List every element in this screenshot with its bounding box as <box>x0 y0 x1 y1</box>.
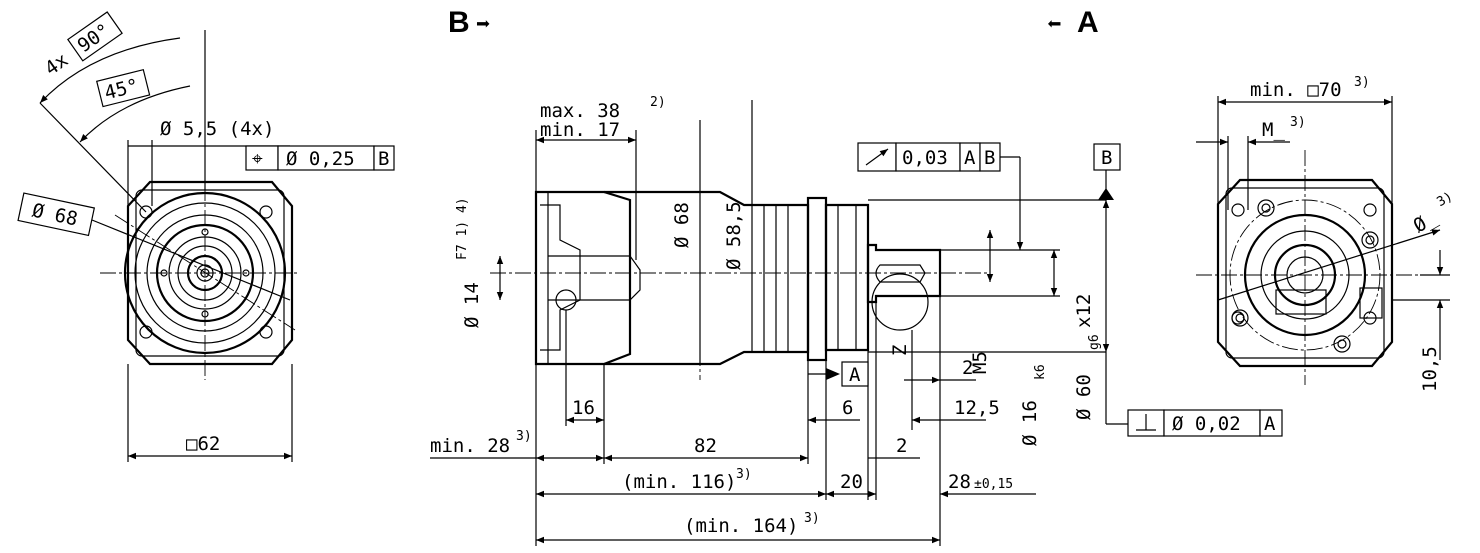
min-116-label: (min. 116) 3) <box>622 467 752 493</box>
svg-text:3): 3) <box>1290 115 1306 130</box>
svg-text:M_: M_ <box>1262 119 1285 141</box>
input-housing <box>534 190 632 366</box>
main-body <box>604 190 810 366</box>
dim-6-label: 6 <box>842 397 853 419</box>
dia-60-label: Ø 60 g6 x12 <box>1073 294 1102 420</box>
svg-text:A: A <box>849 364 861 386</box>
max-38-label: max. 38 2) <box>540 95 666 122</box>
dim-16-label: 16 <box>572 397 595 419</box>
square-62-label: □62 <box>186 433 220 455</box>
svg-text:3): 3) <box>516 429 532 444</box>
svg-text:Ø_: Ø_ <box>1410 207 1441 238</box>
output-flange <box>806 196 828 362</box>
svg-text:0,03: 0,03 <box>902 147 948 169</box>
right-square-label: min. □70 3) <box>1250 75 1370 101</box>
svg-text:x12: x12 <box>1073 294 1095 328</box>
svg-text:B: B <box>1101 147 1112 169</box>
svg-text:3): 3) <box>1434 189 1455 210</box>
svg-text:B: B <box>378 148 389 170</box>
bore-diameter-label: Ø 14 F7 1) 4) <box>455 197 483 328</box>
svg-text:min. □70: min. □70 <box>1250 79 1342 101</box>
svg-text:±0,15: ±0,15 <box>974 477 1013 492</box>
dia-68-label: Ø 68 <box>671 202 693 248</box>
svg-text:A: A <box>1077 6 1099 39</box>
svg-text:Ø 0,25: Ø 0,25 <box>286 148 355 170</box>
dim-12-5-label: 12,5 <box>954 397 1000 419</box>
hole-diameter-label: Ø 5,5 (4x) <box>160 118 274 140</box>
svg-text:max. 38: max. 38 <box>540 100 620 122</box>
svg-text:F7 1) 4): F7 1) 4) <box>455 197 470 260</box>
datum-b-frame: B <box>1093 143 1121 171</box>
detail-z-label: Z <box>889 345 911 356</box>
svg-text:3): 3) <box>736 467 752 482</box>
dim-82-label: 82 <box>694 435 717 457</box>
dia-16-label: Ø 16 k6 <box>1019 364 1048 446</box>
right-view <box>1196 96 1450 385</box>
min-164-label: (min. 164) 3) <box>684 511 820 537</box>
min-28-label: min. 28 3) <box>430 429 532 457</box>
perpendicularity-frame: Ø 0,02 A <box>1127 409 1283 437</box>
svg-text:Ø 0,02: Ø 0,02 <box>1172 413 1241 435</box>
runout-tolerance-frame: 0,03 A B <box>857 142 1001 172</box>
svg-text:(min. 116): (min. 116) <box>622 471 736 493</box>
svg-text:(min. 164): (min. 164) <box>684 515 798 537</box>
position-tolerance-frame: ⌖ Ø 0,25 B <box>245 145 395 171</box>
right-dia-label: Ø_ 3) <box>1410 189 1456 238</box>
dim-20-label: 20 <box>840 471 863 493</box>
min-17-label: min. 17 <box>540 119 620 141</box>
dia-58-label: Ø 58,5 <box>723 201 745 270</box>
svg-text:A: A <box>964 147 976 169</box>
dim-10-5-label: 10,5 <box>1419 346 1441 392</box>
right-thread-label: M_ 3) <box>1262 115 1306 141</box>
svg-text:Ø 16: Ø 16 <box>1019 400 1041 446</box>
svg-text:g6: g6 <box>1087 334 1102 350</box>
dim-28-label: 28 ±0,15 <box>948 471 1013 493</box>
svg-text:Ø 14: Ø 14 <box>461 282 483 328</box>
left-view <box>39 30 300 380</box>
view-label-b: B ➡ <box>448 6 490 39</box>
dim-2a-label: 2 <box>962 357 973 379</box>
svg-text:k6: k6 <box>1033 364 1048 380</box>
svg-text:➡: ➡ <box>476 10 490 38</box>
left-flange-outline <box>126 180 294 366</box>
svg-text:⌖: ⌖ <box>252 148 263 170</box>
svg-text:min. 28: min. 28 <box>430 435 510 457</box>
pcd-annotation: Ø 68 <box>17 192 96 237</box>
datum-a-frame: A <box>841 361 869 387</box>
side-view <box>430 100 1128 546</box>
svg-text:Ø 60: Ø 60 <box>1073 374 1095 420</box>
svg-text:3): 3) <box>804 511 820 526</box>
view-label-a: ⬅ A <box>1047 6 1099 39</box>
output-shaft <box>866 243 942 304</box>
dim-2b-label: 2 <box>896 435 907 457</box>
svg-text:⬅: ⬅ <box>1047 10 1061 38</box>
svg-text:4x: 4x <box>41 49 72 80</box>
svg-text:B: B <box>984 147 995 169</box>
svg-text:2): 2) <box>650 95 666 110</box>
svg-text:A: A <box>1264 413 1276 435</box>
svg-text:28: 28 <box>948 471 971 493</box>
svg-text:B: B <box>448 6 470 39</box>
thread-m5-label: M5 <box>969 351 991 374</box>
svg-text:3): 3) <box>1354 75 1370 90</box>
right-flange-outline <box>1216 178 1394 368</box>
